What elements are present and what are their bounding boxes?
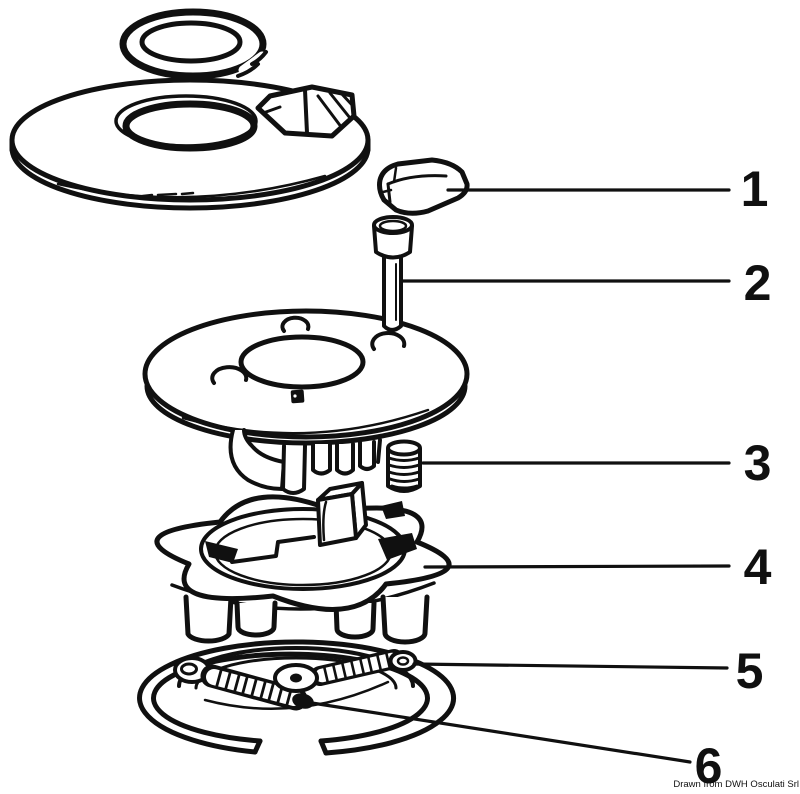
latch-button [377,157,470,216]
ratchet-plate [142,308,470,446]
callout-number-5: 5 [735,643,764,699]
tension-spring-left [200,664,314,711]
callout-number-6: 6 [694,738,723,794]
pawl-spring-assembly [173,646,418,711]
callout-number-2: 2 [743,255,772,311]
callout-number-1: 1 [740,161,769,217]
credit-text: Drawn from DWH Osculati Srl [673,779,799,790]
screw [372,215,414,332]
cover-latch-notch [255,84,357,139]
callout-line-4 [423,564,731,569]
tension-spring-right [310,649,404,686]
cam-plate-tab [316,481,368,547]
callout-number-4: 4 [743,539,772,595]
coil-spring [386,439,422,493]
cover-cap [9,77,371,211]
callout-line-5 [412,662,729,670]
split-ring [119,8,268,80]
gear-hub [228,428,382,495]
callout-line-6 [310,701,692,764]
cam-plate [154,481,452,645]
cover-center-hole [114,94,258,152]
callout-number-3: 3 [743,435,772,491]
